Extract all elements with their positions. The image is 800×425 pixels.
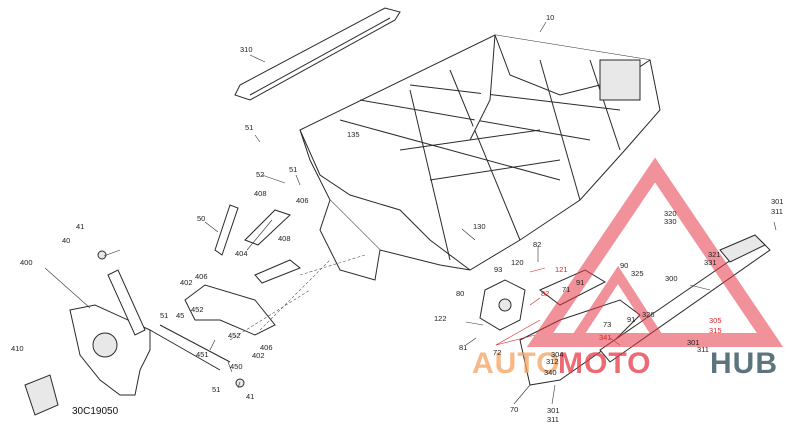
label-73: 73	[603, 320, 611, 329]
part-410-plate	[24, 374, 59, 416]
label-70: 70	[510, 405, 518, 414]
watermark-hub: HUB	[710, 347, 778, 380]
label-301-c: 301	[547, 406, 560, 415]
part-404-link	[244, 209, 301, 284]
label-121: 121	[555, 265, 568, 274]
label-41-b: 41	[246, 392, 254, 401]
label-310: 310	[240, 45, 253, 54]
label-51-a: 51	[245, 123, 253, 132]
part-40-bar	[107, 269, 146, 336]
label-450: 450	[230, 362, 243, 371]
label-340: 340	[544, 368, 557, 377]
label-311-c: 311	[547, 415, 559, 424]
label-301-b: 301	[687, 338, 700, 347]
label-300: 300	[665, 274, 678, 283]
watermark-logo	[526, 157, 784, 347]
diagram-reference-code: 30C19050	[72, 406, 119, 417]
watermark-text: AUTO MOTO HUB	[472, 347, 778, 380]
label-404: 404	[235, 249, 248, 258]
label-81: 81	[459, 343, 467, 352]
label-452-a: 452	[191, 305, 204, 314]
label-326: 326	[642, 310, 655, 319]
label-50: 50	[197, 214, 205, 223]
leader-lines	[44, 21, 777, 405]
label-305: 305	[709, 316, 722, 325]
label-408-b: 408	[278, 234, 291, 243]
part-41-bushing	[97, 250, 245, 388]
label-304: 304	[551, 350, 564, 359]
label-410: 410	[11, 344, 24, 353]
label-122: 122	[434, 314, 447, 323]
label-72: 72	[493, 348, 501, 357]
label-341: 341	[599, 333, 612, 342]
label-91-b: 91	[627, 315, 635, 324]
label-400: 400	[20, 258, 33, 267]
label-452-b: 452	[228, 331, 241, 340]
rail-310	[234, 7, 401, 101]
label-311-a: 311	[771, 207, 783, 216]
label-120: 120	[511, 258, 524, 267]
label-135: 135	[347, 130, 360, 139]
label-91-a: 91	[576, 278, 584, 287]
part-labels: 10 310 135 51 52 51 408 406 408 404 50 4…	[11, 13, 784, 424]
label-51-d: 51	[212, 385, 220, 394]
label-82-a: 82	[533, 240, 541, 249]
part-80-bracket	[479, 279, 526, 331]
watermark-auto: AUTO	[472, 347, 560, 380]
label-40: 40	[62, 236, 70, 245]
label-41-a: 41	[76, 222, 84, 231]
label-311-b: 311	[697, 345, 709, 354]
label-301-a: 301	[771, 197, 784, 206]
label-130: 130	[473, 222, 486, 231]
label-80: 80	[456, 289, 464, 298]
label-312: 312	[546, 357, 559, 366]
watermark-triangle-small	[565, 265, 670, 345]
red-leader-lines	[495, 267, 621, 346]
front-bracket-assembly	[149, 284, 276, 371]
label-406-c: 406	[260, 343, 273, 352]
label-320: 320	[664, 209, 677, 218]
label-315: 315	[709, 326, 722, 335]
watermark-moto: MOTO	[558, 347, 651, 380]
main-frame	[299, 34, 661, 281]
label-71: 71	[562, 285, 570, 294]
label-325: 325	[631, 269, 644, 278]
label-402-a: 402	[180, 278, 193, 287]
label-52: 52	[256, 170, 264, 179]
part-400-bracket	[69, 304, 151, 396]
label-402-b: 402	[252, 351, 265, 360]
label-406-a: 406	[296, 196, 309, 205]
label-90: 90	[620, 261, 628, 270]
label-331: 331	[704, 258, 717, 267]
label-321: 321	[708, 250, 721, 259]
label-406-b: 406	[195, 272, 208, 281]
label-93: 93	[494, 265, 502, 274]
label-51-c: 51	[160, 311, 168, 320]
part-50-arm	[214, 204, 239, 256]
label-451: 451	[196, 350, 209, 359]
label-408-a: 408	[254, 189, 267, 198]
label-51-b: 51	[289, 165, 297, 174]
label-10: 10	[546, 13, 554, 22]
label-330: 330	[664, 217, 677, 226]
label-45: 45	[176, 311, 184, 320]
label-82-b: 82	[541, 289, 549, 298]
